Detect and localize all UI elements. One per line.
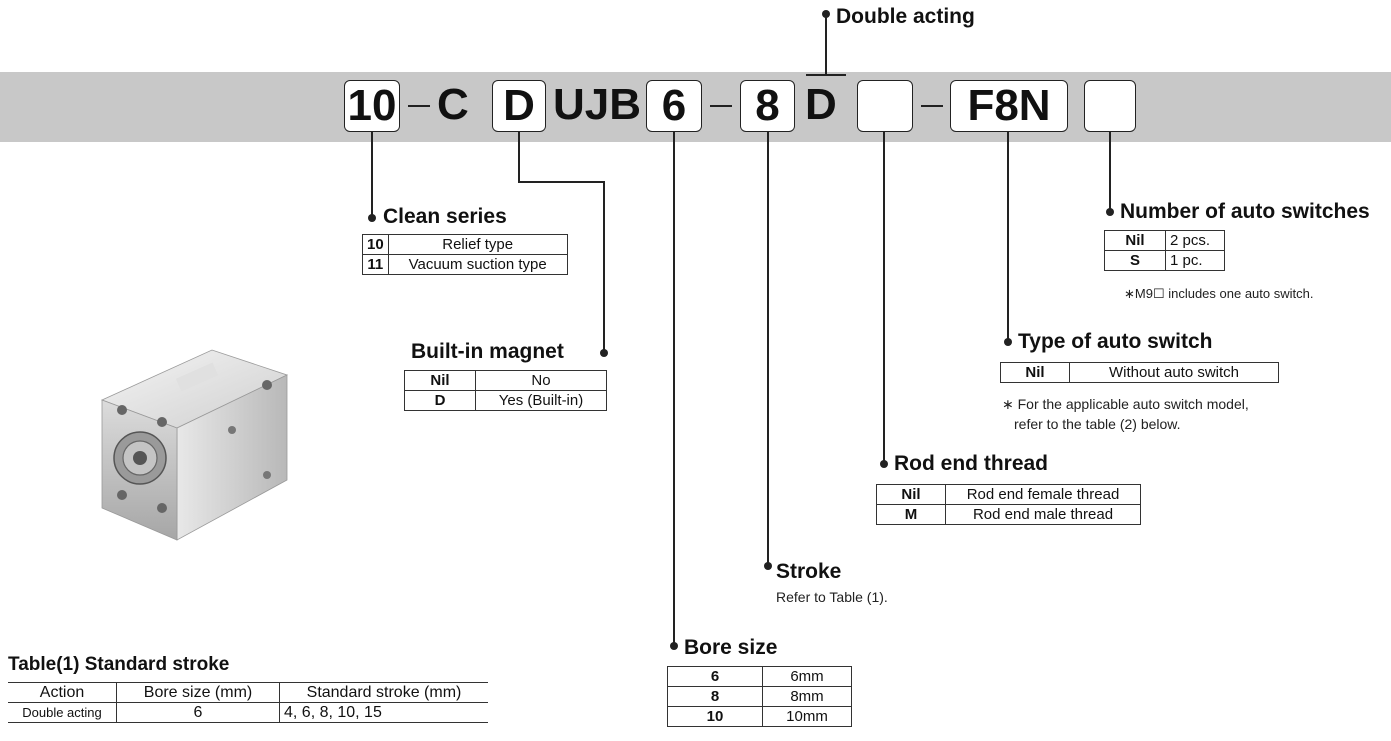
rod-end-value: Rod end male thread [946, 505, 1141, 525]
switch-type-leader [1007, 132, 1009, 342]
code-dash-2 [710, 105, 732, 107]
code-dash-1 [408, 105, 430, 107]
bore-key: 6 [668, 667, 763, 687]
stroke-heading: Stroke [776, 560, 841, 584]
magnet-dot [600, 349, 608, 357]
rod-end-key: M [877, 505, 946, 525]
clean-series-heading: Clean series [383, 205, 507, 229]
code-series: UJB [553, 80, 653, 132]
clean-series-key: 11 [363, 255, 389, 275]
clean-series-dot [368, 214, 376, 222]
code-box-prefix: 10 [344, 80, 400, 132]
double-acting-bar [806, 74, 846, 76]
table-row: S 1 pc. [1105, 251, 1225, 271]
standard-stroke-table: Action Bore size (mm) Standard stroke (m… [8, 682, 488, 723]
switch-count-value: 1 pc. [1166, 251, 1225, 271]
switch-count-leader [1109, 132, 1111, 212]
magnet-value: Yes (Built-in) [476, 391, 607, 411]
switch-count-value: 2 pcs. [1166, 231, 1225, 251]
clean-series-key: 10 [363, 235, 389, 255]
switch-type-key: Nil [1001, 363, 1070, 383]
column-header-action: Action [8, 683, 117, 703]
code-box-switch-count [1084, 80, 1136, 132]
table-row: Nil No [405, 371, 607, 391]
switch-count-heading: Number of auto switches [1120, 200, 1370, 224]
code-letter-c: C [437, 80, 467, 132]
bore-table: 6 6mm 8 8mm 10 10mm [667, 666, 852, 727]
magnet-key: D [405, 391, 476, 411]
cell-action: Double acting [8, 703, 117, 723]
bore-leader [673, 132, 675, 646]
table-row: Nil 2 pcs. [1105, 231, 1225, 251]
switch-count-dot [1106, 208, 1114, 216]
switch-count-key: Nil [1105, 231, 1166, 251]
switch-count-note: ∗M9☐ includes one auto switch. [1124, 286, 1313, 302]
stroke-dot [764, 562, 772, 570]
table-row: Nil Rod end female thread [877, 485, 1141, 505]
table-row: D Yes (Built-in) [405, 391, 607, 411]
table-row: 6 6mm [668, 667, 852, 687]
switch-count-table: Nil 2 pcs. S 1 pc. [1104, 230, 1225, 271]
table-row: 8 8mm [668, 687, 852, 707]
cell-bore: 6 [117, 703, 280, 723]
bore-dot [670, 642, 678, 650]
magnet-leader-across [518, 181, 604, 183]
table-row: 10 Relief type [363, 235, 568, 255]
magnet-leader-down [518, 132, 520, 182]
code-box-bore: 6 [646, 80, 702, 132]
table-row: M Rod end male thread [877, 505, 1141, 525]
column-header-strokes: Standard stroke (mm) [280, 683, 489, 703]
magnet-table: Nil No D Yes (Built-in) [404, 370, 607, 411]
rod-end-value: Rod end female thread [946, 485, 1141, 505]
double-acting-leader [825, 14, 827, 74]
code-box-stroke: 8 [740, 80, 795, 132]
table-row: Double acting 6 4, 6, 8, 10, 15 [8, 703, 488, 723]
switch-count-key: S [1105, 251, 1166, 271]
stroke-note: Refer to Table (1). [776, 589, 888, 605]
code-box-magnet: D [492, 80, 546, 132]
magnet-value: No [476, 371, 607, 391]
double-acting-heading: Double acting [836, 5, 975, 29]
table-row: 10 10mm [668, 707, 852, 727]
bore-heading: Bore size [684, 636, 777, 660]
rod-end-leader [883, 132, 885, 464]
switch-type-value: Without auto switch [1070, 363, 1279, 383]
code-box-rod-end [857, 80, 913, 132]
magnet-key: Nil [405, 371, 476, 391]
column-header-bore: Bore size (mm) [117, 683, 280, 703]
rod-end-key: Nil [877, 485, 946, 505]
rod-end-dot [880, 460, 888, 468]
bore-key: 10 [668, 707, 763, 727]
magnet-leader-drop [603, 181, 605, 353]
standard-stroke-heading: Table(1) Standard stroke [8, 654, 229, 676]
switch-type-heading: Type of auto switch [1018, 330, 1212, 354]
code-box-switch-type: F8N [950, 80, 1068, 132]
table-row: 11 Vacuum suction type [363, 255, 568, 275]
cylinder-product-image [82, 340, 302, 560]
rod-end-heading: Rod end thread [894, 452, 1048, 476]
bore-key: 8 [668, 687, 763, 707]
switch-type-dot [1004, 338, 1012, 346]
stroke-leader [767, 132, 769, 566]
clean-series-value: Relief type [388, 235, 567, 255]
clean-series-value: Vacuum suction type [388, 255, 567, 275]
table-row: Action Bore size (mm) Standard stroke (m… [8, 683, 488, 703]
code-action: D [805, 80, 845, 132]
rod-end-table: Nil Rod end female thread M Rod end male… [876, 484, 1141, 525]
switch-type-note-2: refer to the table (2) below. [1014, 416, 1181, 432]
clean-series-leader [371, 132, 373, 218]
bore-value: 10mm [763, 707, 852, 727]
switch-type-table: Nil Without auto switch [1000, 362, 1279, 383]
code-dash-3 [921, 105, 943, 107]
bore-value: 8mm [763, 687, 852, 707]
cell-strokes: 4, 6, 8, 10, 15 [280, 703, 489, 723]
clean-series-table: 10 Relief type 11 Vacuum suction type [362, 234, 568, 275]
table-row: Nil Without auto switch [1001, 363, 1279, 383]
switch-type-note-1: ∗ For the applicable auto switch model, [1002, 396, 1249, 413]
magnet-heading: Built-in magnet [411, 340, 564, 364]
bore-value: 6mm [763, 667, 852, 687]
